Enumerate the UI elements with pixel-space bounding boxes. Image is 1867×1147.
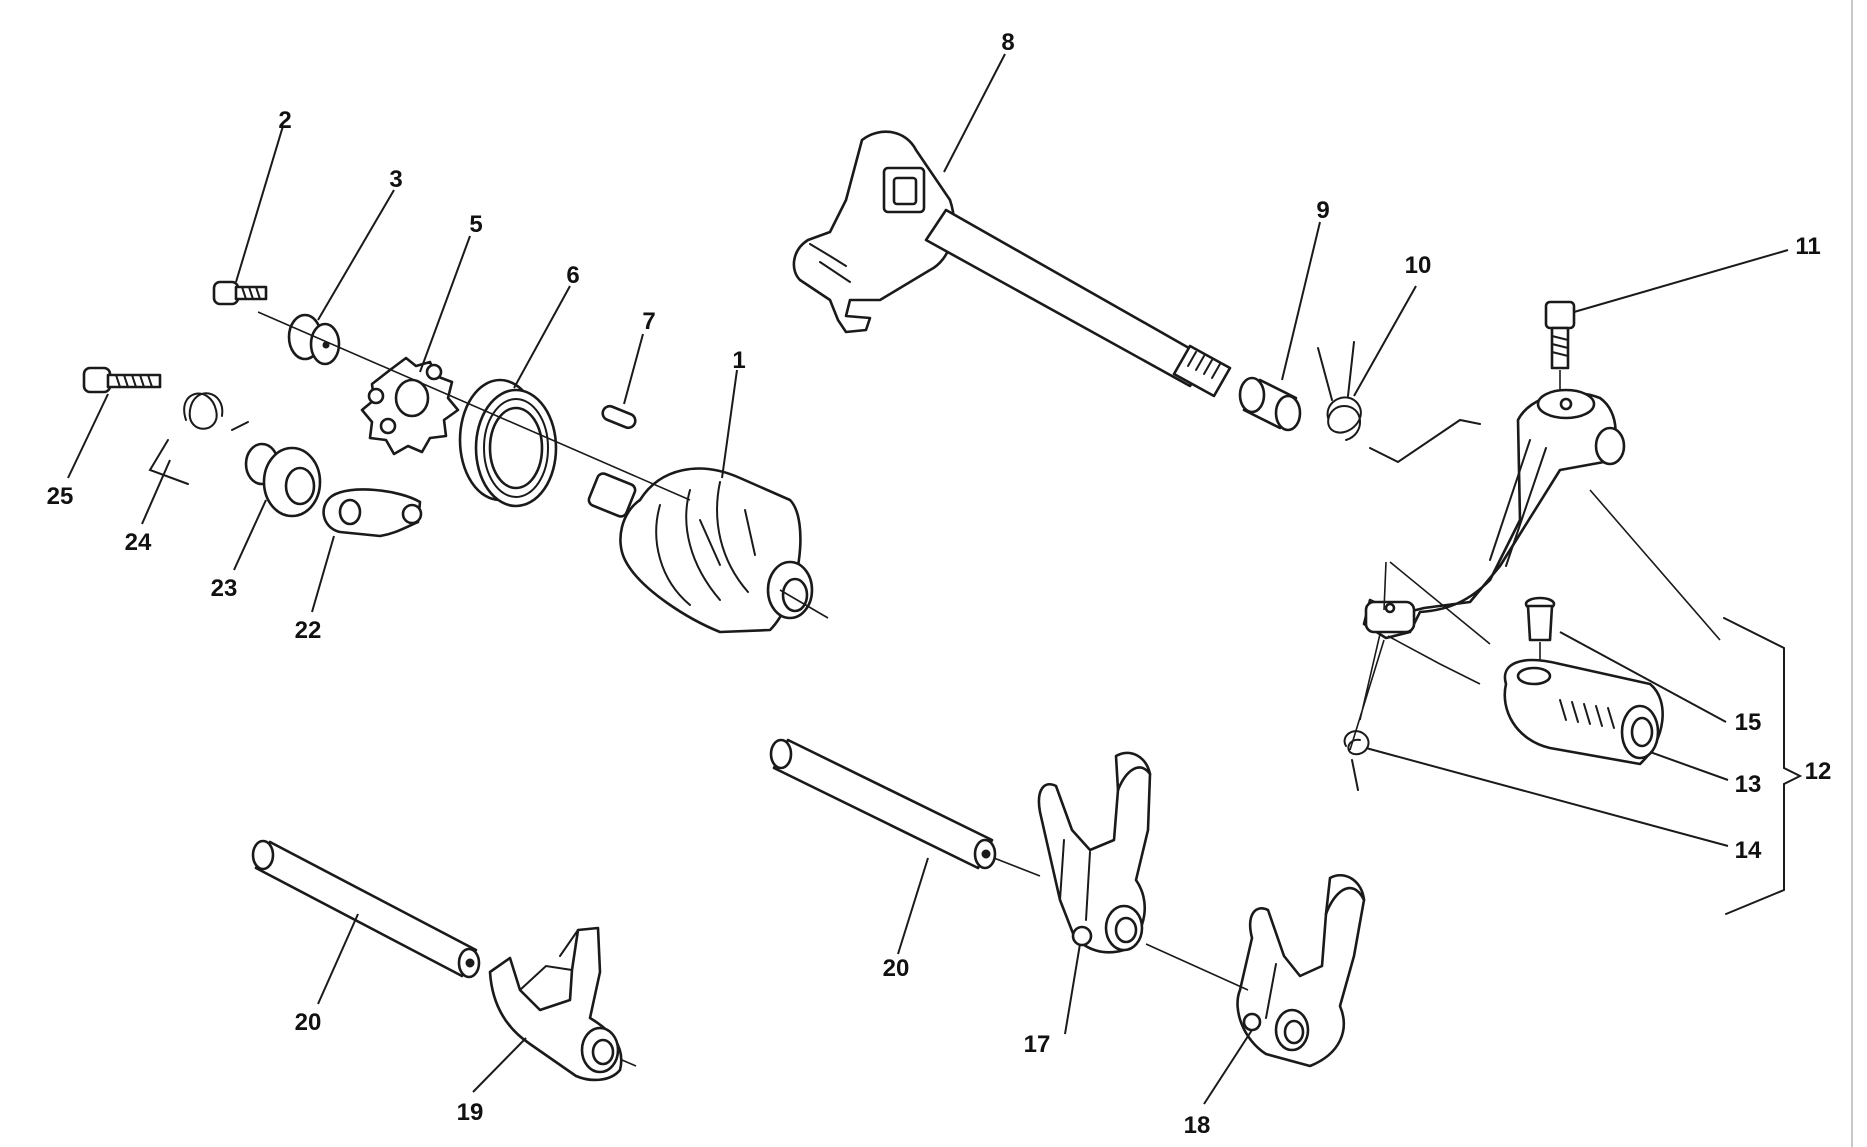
callout-9: 9 bbox=[1316, 197, 1329, 224]
part-25-bolt bbox=[82, 366, 162, 394]
callout-13: 13 bbox=[1735, 771, 1762, 798]
callout-7: 7 bbox=[642, 308, 655, 335]
part-6-bearing bbox=[458, 378, 558, 508]
assembly-axis-left bbox=[257, 311, 829, 619]
part-13-sleeve bbox=[1503, 658, 1664, 766]
part-17-shift-fork bbox=[1037, 751, 1152, 954]
part-7-key bbox=[601, 404, 637, 430]
part-11-bolt bbox=[1544, 300, 1576, 392]
callout-18: 18 bbox=[1184, 1112, 1211, 1139]
part-23-collar bbox=[244, 442, 322, 518]
part-15-pin bbox=[1524, 596, 1556, 668]
callout-17: 17 bbox=[1024, 1031, 1051, 1058]
callout-11: 11 bbox=[1795, 233, 1820, 260]
shift-arm-construction-lines bbox=[1349, 489, 1721, 751]
part-2-screw bbox=[212, 280, 268, 306]
part-3-cap-washer bbox=[287, 313, 341, 366]
callout-20-right: 20 bbox=[883, 955, 910, 982]
callout-6: 6 bbox=[566, 262, 579, 289]
callout-10: 10 bbox=[1405, 252, 1432, 279]
callout-12: 12 bbox=[1805, 758, 1832, 785]
leader-lines bbox=[67, 53, 1789, 1105]
callout-14: 14 bbox=[1735, 837, 1762, 864]
callout-labels: 2 3 5 6 7 1 8 9 10 11 15 13 12 14 17 18 … bbox=[47, 29, 1832, 1139]
part-1-shift-drum bbox=[587, 467, 814, 634]
callout-15: 15 bbox=[1735, 709, 1762, 736]
part-10-return-spring bbox=[1317, 341, 1481, 464]
callout-20-left: 20 bbox=[295, 1009, 322, 1036]
part-20-shift-rod-right bbox=[769, 738, 997, 870]
callout-5: 5 bbox=[469, 211, 482, 238]
part-19-shift-fork bbox=[488, 926, 637, 1082]
part-5-star-plate bbox=[360, 356, 460, 456]
assembly-axis-right bbox=[993, 857, 1249, 991]
part-22-lever-plate bbox=[322, 488, 423, 538]
callout-1: 1 bbox=[732, 347, 745, 374]
part-9-bushing bbox=[1238, 376, 1302, 432]
bracket-12 bbox=[1723, 617, 1803, 915]
part-8-shift-shaft bbox=[792, 130, 1232, 398]
callout-2: 2 bbox=[278, 107, 291, 134]
callout-23: 23 bbox=[211, 575, 238, 602]
part-18-shift-fork bbox=[1236, 873, 1366, 1068]
callout-19: 19 bbox=[457, 1099, 484, 1126]
part-20-shift-rod-left bbox=[251, 839, 481, 979]
part-12-shift-arm bbox=[1362, 388, 1626, 640]
part-14-clip bbox=[1343, 730, 1370, 791]
callout-22: 22 bbox=[295, 617, 322, 644]
callout-25: 25 bbox=[47, 483, 74, 510]
callout-24: 24 bbox=[125, 529, 152, 556]
callout-3: 3 bbox=[389, 166, 402, 193]
part-24-spring bbox=[148, 392, 249, 485]
callout-8: 8 bbox=[1001, 29, 1014, 56]
